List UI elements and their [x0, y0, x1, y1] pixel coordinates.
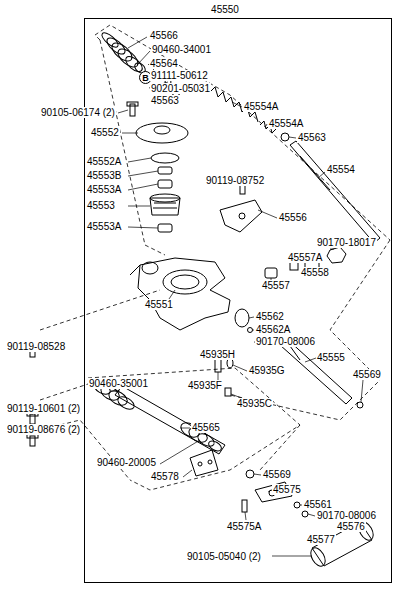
callout-number: 45935H	[199, 349, 236, 360]
callout-number: 45563	[297, 132, 327, 143]
callout-number: 45569	[262, 469, 292, 480]
callout-number: 90105-06174 (2)	[40, 107, 116, 118]
callout-number: 45553A	[86, 221, 122, 232]
callout-number: 45554	[326, 164, 356, 175]
callout-number: 45553B	[86, 170, 122, 181]
callout-number: 45576	[336, 521, 366, 532]
assembly-number: 45550	[210, 4, 240, 15]
callout-number: 45554A	[243, 101, 279, 112]
callout-number: 45564	[149, 58, 179, 69]
callout-number: 45569	[352, 369, 382, 380]
callout-number: 45935G	[248, 365, 286, 376]
callout-number: 45554A	[268, 118, 304, 129]
callout-number: 90170-08006	[255, 336, 316, 347]
callout-number: 45555	[316, 352, 346, 363]
callout-number: 90460-35001	[88, 378, 149, 389]
callout-number: 90119-08528	[6, 341, 66, 352]
callout-number: 45575	[272, 484, 302, 495]
callout-number: 45553	[86, 200, 116, 211]
callout-number: 45935F	[187, 380, 223, 391]
assembly-frame: 45550B	[84, 18, 392, 583]
callout-number: 90201-05031	[150, 83, 211, 94]
callout-number: 45551	[144, 299, 174, 310]
callout-number: 90119-10601 (2)	[6, 403, 81, 414]
callout-number: 90170-18017	[316, 237, 377, 248]
callout-number: 90105-05040 (2)	[186, 551, 262, 562]
callout-number: 45563	[150, 95, 180, 106]
callout-number: 45935C	[236, 398, 273, 409]
callout-number: 45558	[300, 267, 330, 278]
callout-number: 45557	[261, 280, 291, 291]
callout-number: 45562	[255, 311, 285, 322]
callout-number: 45556	[278, 212, 308, 223]
callout-number: 45578	[150, 471, 180, 482]
callout-number: 45561	[303, 499, 333, 510]
callout-number: 45552A	[86, 156, 122, 167]
callout-number: 90119-08676 (2)	[6, 424, 81, 435]
callout-number: 45552	[90, 127, 120, 138]
callout-number: 91111-50612	[150, 70, 209, 81]
callout-number: 45566	[149, 30, 179, 41]
callout-number: 90460-20005	[96, 457, 157, 468]
callout-number: 45562A	[255, 324, 291, 335]
callout-number: 90170-08006	[316, 510, 377, 521]
callout-number: 45557A	[287, 252, 323, 263]
callout-number: 45553A	[86, 184, 122, 195]
callout-number: 45565	[191, 422, 221, 433]
callout-number: 45577	[306, 534, 336, 545]
callout-number: 45575A	[226, 521, 262, 532]
callout-number: 90119-08752	[205, 175, 265, 186]
callout-number: 90460-34001	[151, 44, 212, 55]
